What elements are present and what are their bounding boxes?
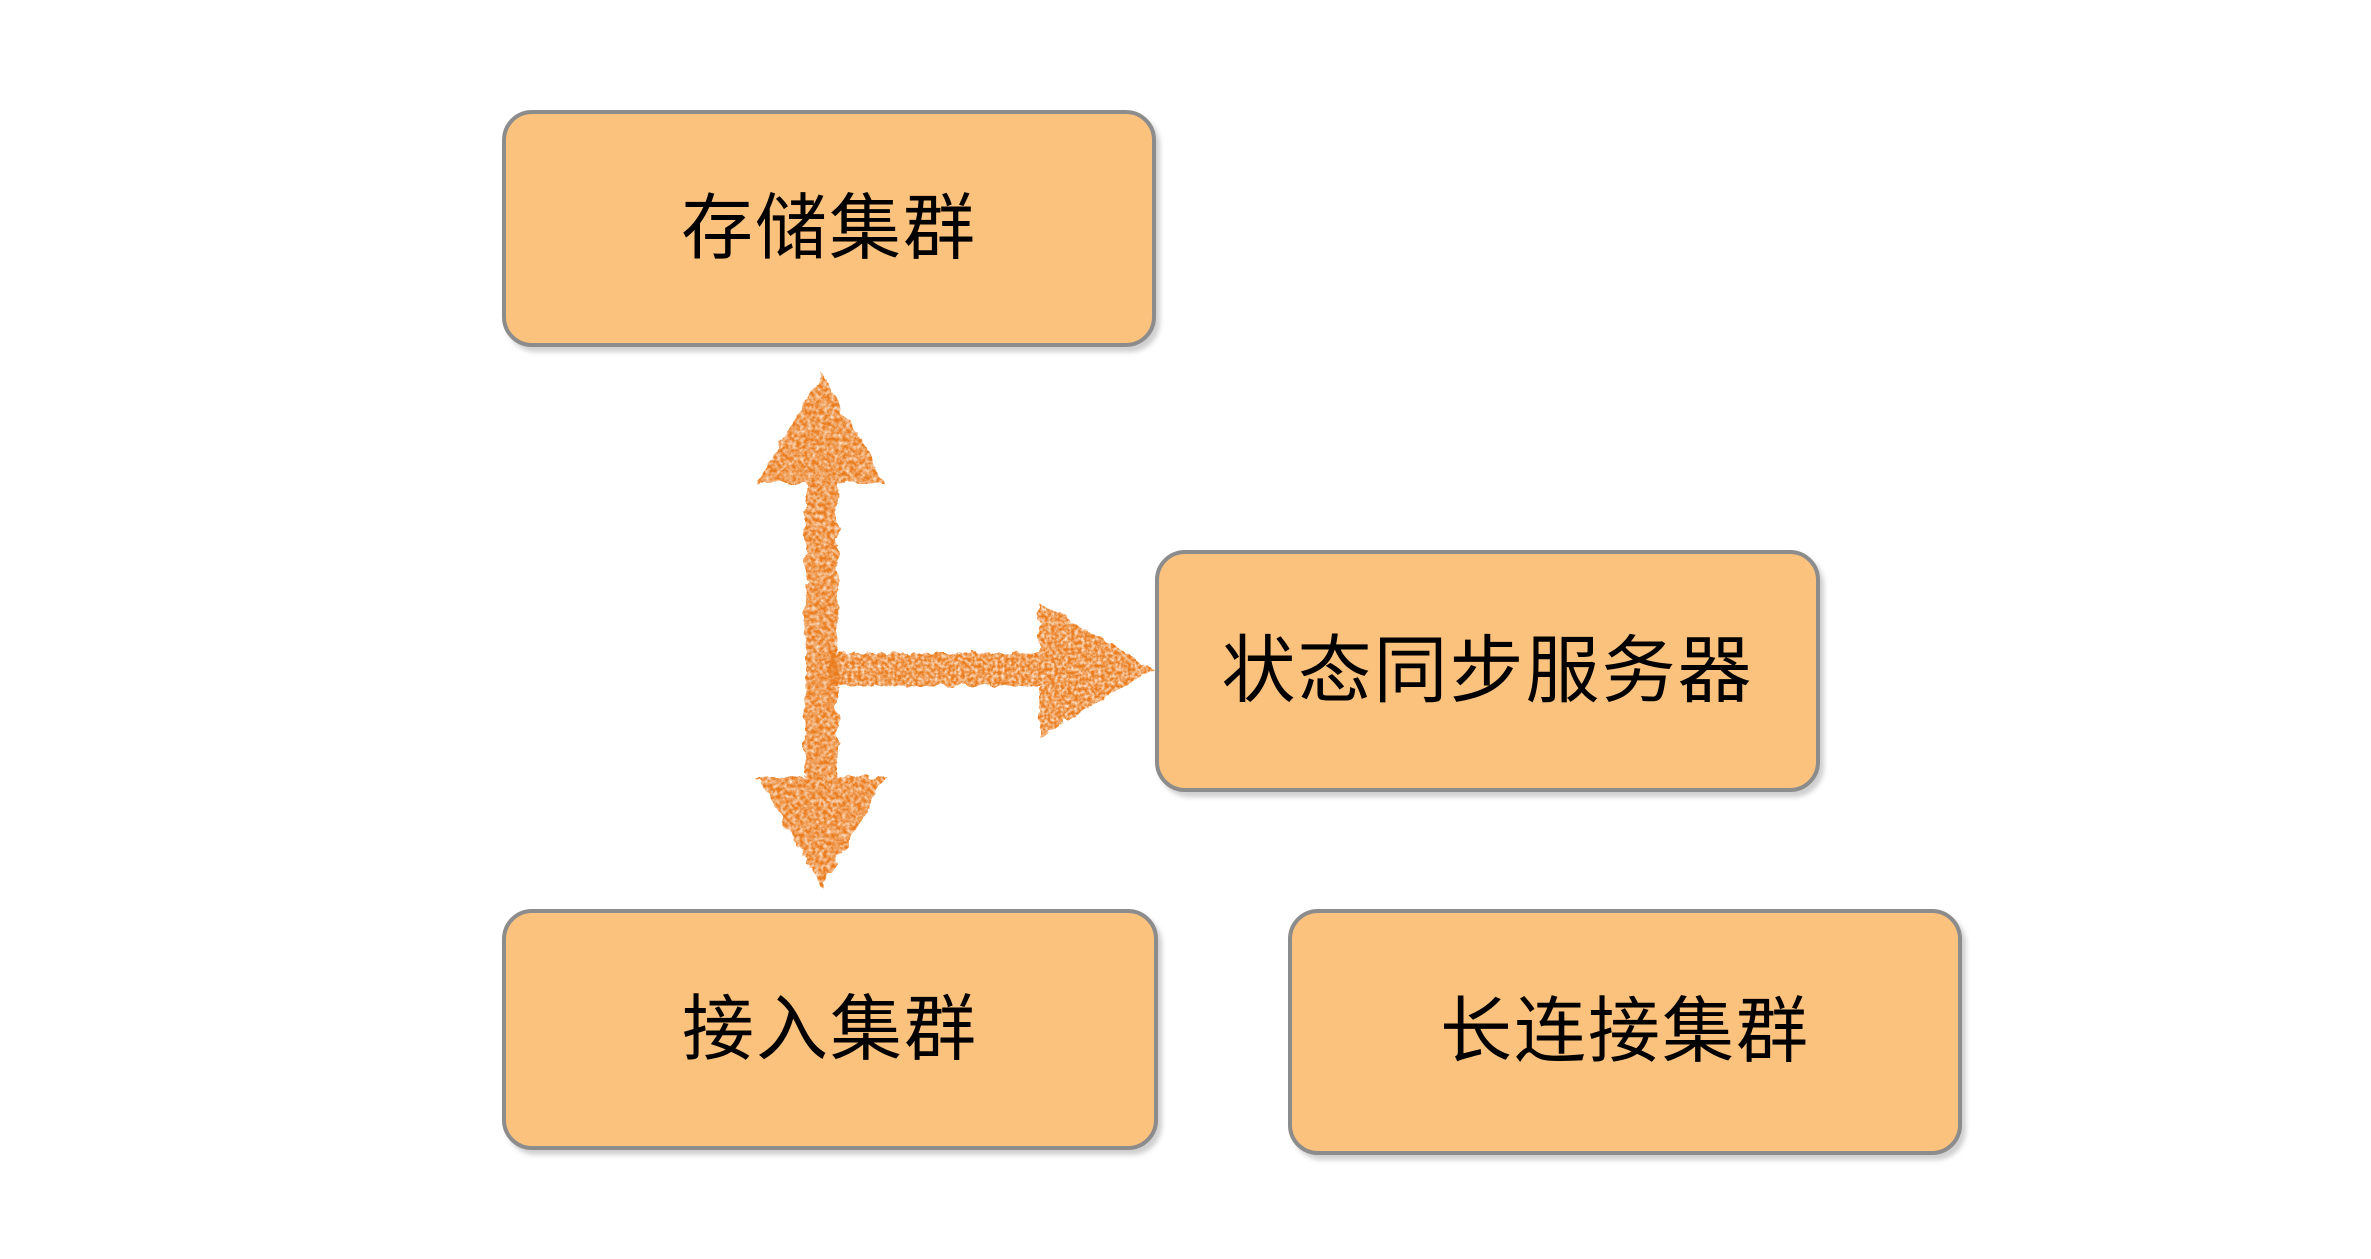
node-state-sync-server-label: 状态同步服务器 [1221,629,1754,712]
node-access-cluster-label: 接入集群 [681,989,978,1070]
node-access-cluster[interactable]: 接入集群 [502,909,1158,1150]
right-branch-arrow [830,602,1153,737]
node-storage-cluster[interactable]: 存储集群 [502,110,1156,347]
node-state-sync-server[interactable]: 状态同步服务器 [1155,550,1820,792]
node-storage-cluster-label: 存储集群 [680,188,977,269]
vertical-double-arrow [757,373,886,887]
triple-headed-arrow-icon [735,365,1165,895]
node-long-connection-cluster-label: 长连接集群 [1439,992,1810,1072]
node-long-connection-cluster[interactable]: 长连接集群 [1288,909,1962,1155]
triple-headed-arrow-svg [757,373,1153,887]
